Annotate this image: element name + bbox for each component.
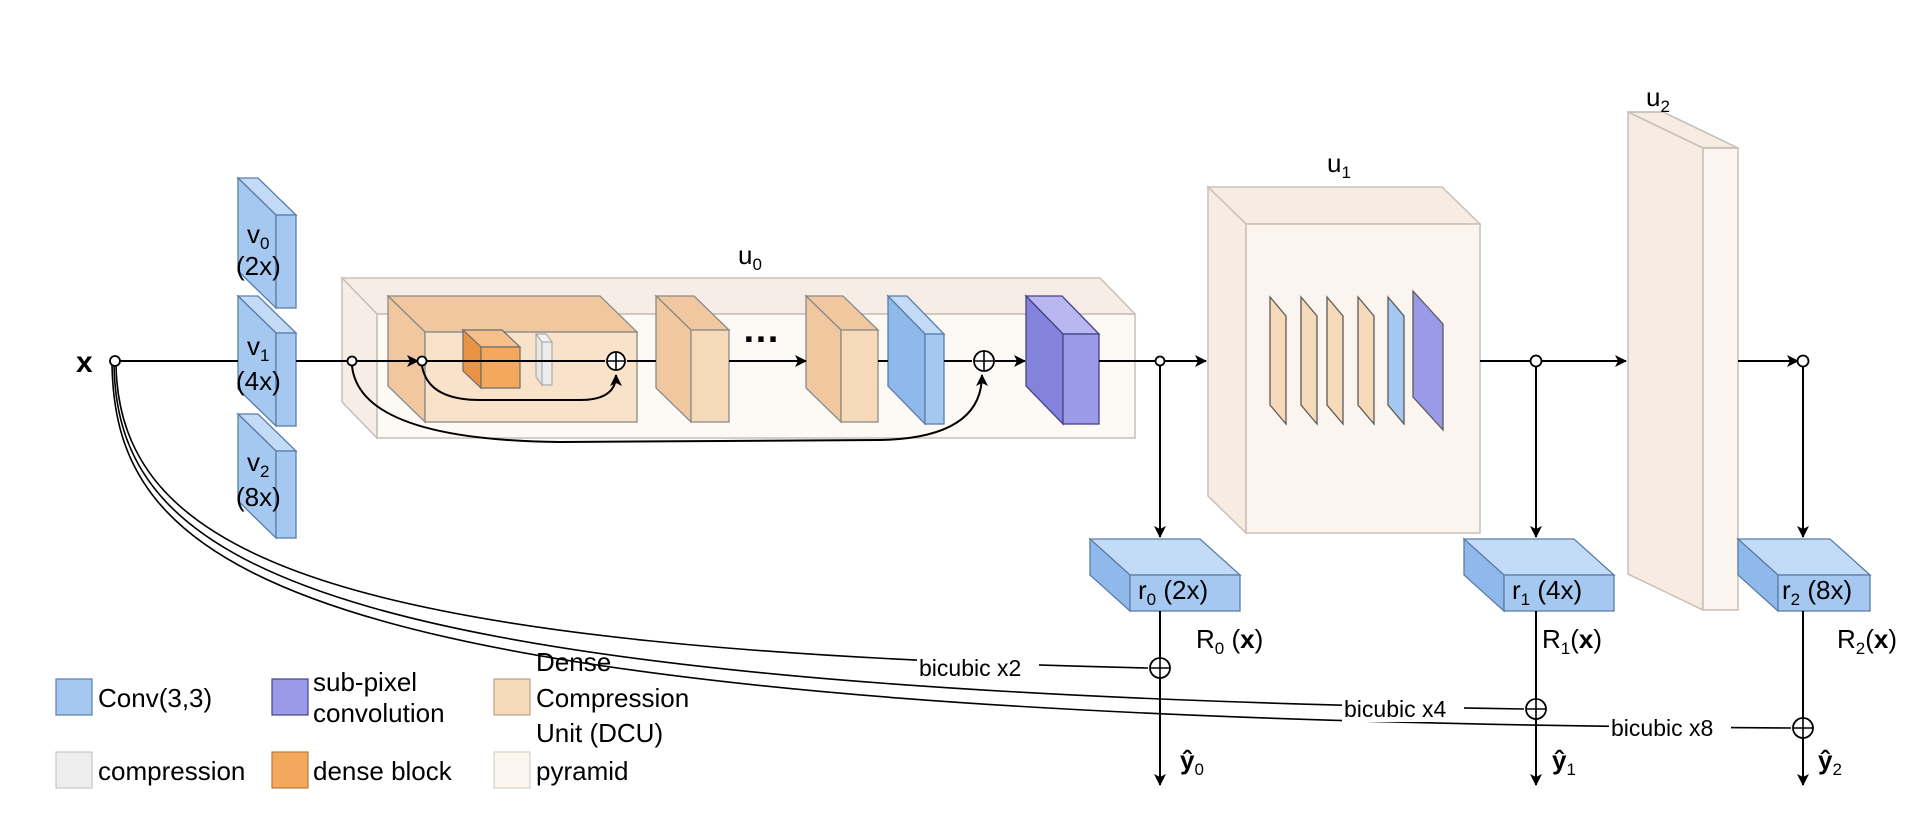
sum-node — [1792, 717, 1814, 739]
residual-label-r2: r2 (8x) — [1782, 575, 1852, 609]
u1-dcu-layer — [1326, 295, 1344, 426]
residual-output-r2: R2(x) — [1837, 624, 1897, 658]
residual-block-r2 — [1736, 537, 1872, 613]
dcu-block — [386, 294, 639, 424]
bicubic-label-x4: bicubic x4 — [1344, 696, 1446, 722]
legend-label-dcu: Unit (DCU) — [536, 718, 663, 748]
residual-block-r1 — [1462, 537, 1616, 613]
legend-swatch-dcu — [493, 678, 531, 716]
residual-label-r1: r1 (4x) — [1512, 575, 1582, 609]
dense-block — [461, 328, 522, 390]
bicubic-label-x2: bicubic x2 — [919, 655, 1021, 681]
junction-node — [416, 355, 428, 367]
subpixel-conv — [1024, 294, 1101, 426]
legend-label-subpixel: sub-pixel — [313, 667, 417, 697]
branch-scale-v1: (4x) — [236, 366, 281, 396]
dcu-block — [804, 294, 880, 424]
legend-label-pyramid: pyramid — [536, 756, 628, 786]
legend-swatch-compression — [55, 751, 93, 789]
dcu-block — [654, 294, 731, 424]
sum-node — [1525, 698, 1547, 720]
branch-conv-v2 — [236, 412, 298, 540]
junction-nodes — [109, 354, 1810, 368]
legend-swatch-dense-block — [271, 751, 309, 789]
pyramid-label-u1: u1 — [1327, 148, 1351, 182]
branch-conv-v1 — [236, 294, 298, 428]
sum-node — [606, 351, 626, 371]
output-label-y1: ŷ1 — [1552, 745, 1576, 779]
junction-node — [1154, 355, 1166, 367]
output-label-y0: ŷ0 — [1180, 745, 1204, 779]
branch-conv-v0 — [236, 176, 298, 310]
legend-label-dcu: Compression — [536, 683, 689, 713]
u1-dcu-layer — [1300, 295, 1318, 426]
bicubic-label-x8: bicubic x8 — [1611, 715, 1713, 741]
u1-conv-layer — [1387, 295, 1405, 426]
junction-node — [1796, 354, 1810, 368]
legend-label-subpixel: convolution — [313, 698, 445, 728]
junction-node — [1529, 354, 1543, 368]
compression-layer — [535, 332, 553, 387]
residual-label-r0: r0 (2x) — [1138, 575, 1208, 609]
pyramid-label-u2: u2 — [1646, 82, 1670, 116]
residual-block-r0 — [1088, 537, 1242, 613]
u1-dcu-layer — [1269, 295, 1287, 426]
pyramid-u2 — [1627, 110, 1739, 612]
output-label-y2: ŷ2 — [1818, 745, 1842, 779]
input-node — [109, 355, 121, 367]
branch-label-v0: v0 — [247, 219, 269, 253]
legend-label-dense-block: dense block — [313, 756, 453, 786]
pyramid-label-u0: u0 — [738, 240, 762, 274]
junction-node — [346, 355, 358, 367]
residual-output-r1: R1(x) — [1542, 624, 1602, 658]
conv-layer — [886, 294, 946, 426]
legend-swatch-pyramid — [493, 751, 531, 789]
input-label: x — [76, 346, 93, 379]
connection-lines — [111, 355, 1809, 786]
u1-dcu-layer — [1357, 295, 1375, 426]
legend-swatch-conv — [55, 678, 93, 716]
u1-subpixel-layer — [1412, 289, 1444, 432]
sum-node — [973, 350, 995, 372]
branch-scale-v0: (2x) — [236, 251, 281, 281]
sum-node — [1149, 657, 1171, 679]
branch-scale-v2: (8x) — [236, 482, 281, 512]
branch-label-v1: v1 — [247, 331, 269, 365]
legend-label-dcu: Dense — [536, 647, 611, 677]
residual-output-r0: R0 (x) — [1196, 624, 1263, 658]
legend-label-compression: compression — [98, 756, 245, 786]
legend-label-conv: Conv(3,3) — [98, 683, 212, 713]
ellipsis-label: … — [742, 309, 780, 351]
legend: Conv(3,3) sub-pixel convolution Dense Co… — [55, 647, 689, 789]
legend-swatch-subpixel — [271, 678, 309, 716]
branch-label-v2: v2 — [247, 447, 269, 481]
